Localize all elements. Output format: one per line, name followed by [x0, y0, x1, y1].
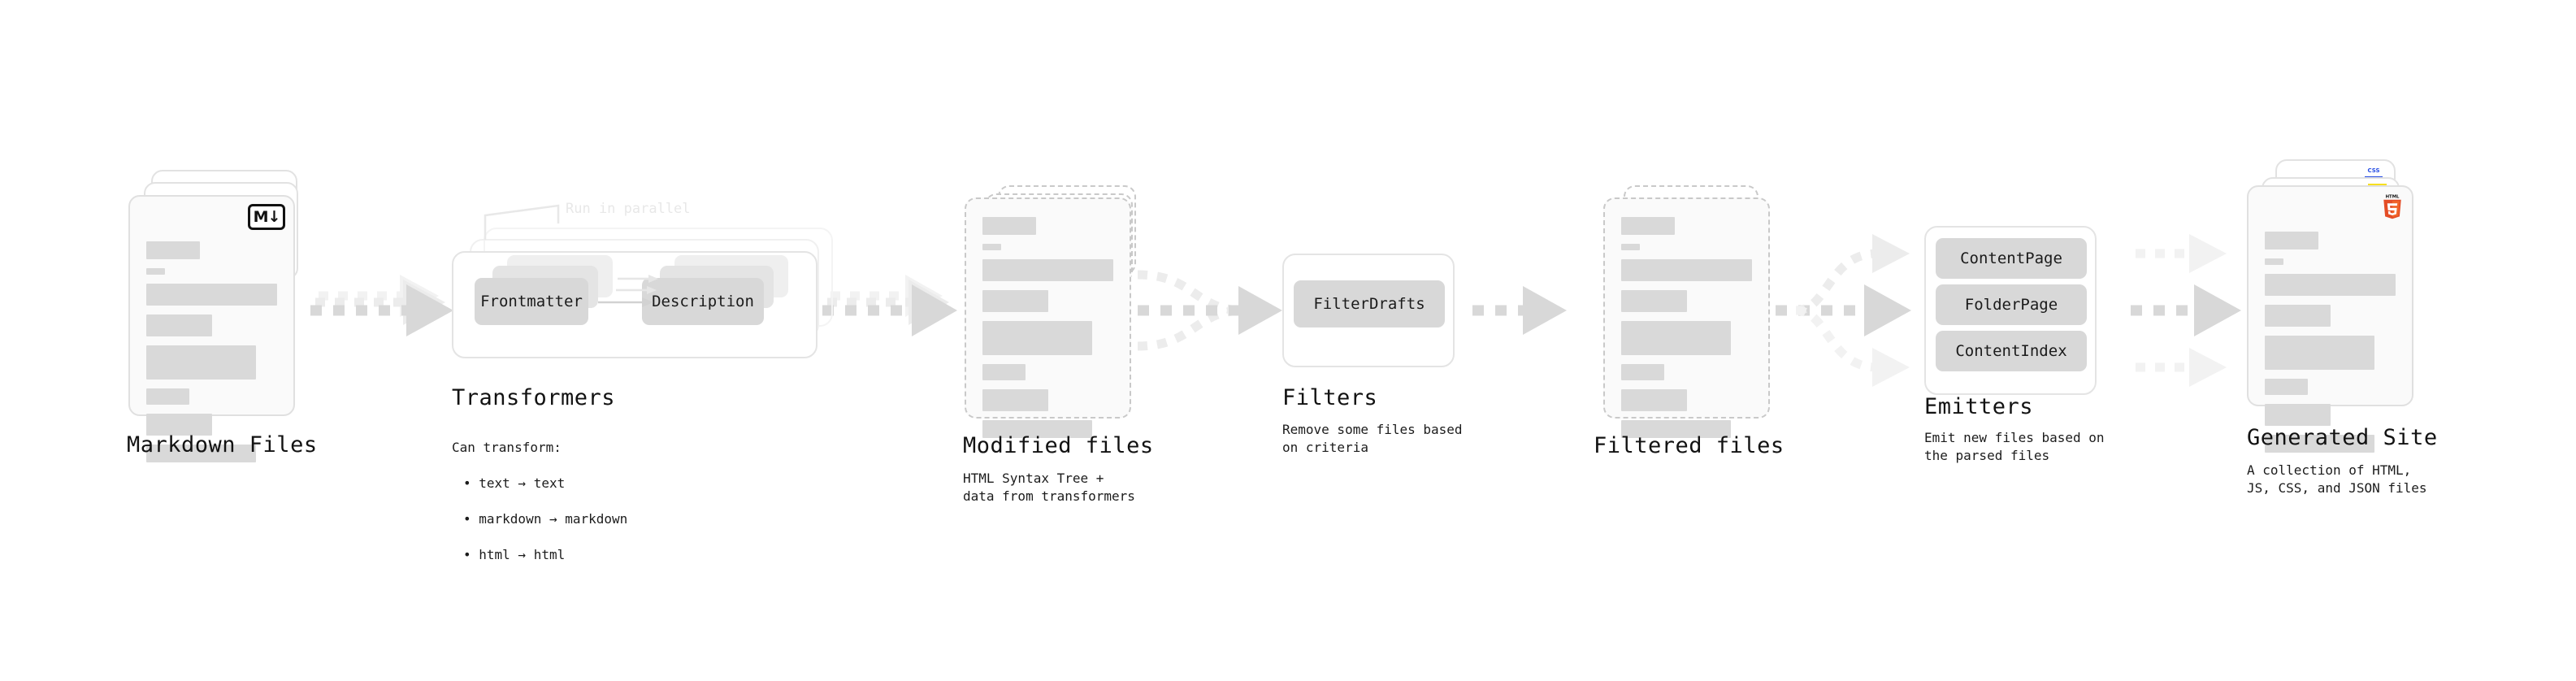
content-bar [982, 259, 1113, 281]
transformers-title: Transformers [452, 385, 616, 410]
arrow-emitters-to-site [2131, 234, 2241, 387]
markdown-files-title: Markdown Files [127, 432, 318, 458]
transformers-subtitle: Can transform: • text → text • markdown … [452, 421, 720, 582]
generated-card-front: HTML [2247, 185, 2413, 453]
markdown-badge: M↓ [248, 204, 285, 230]
emitters-subtitle: Emit new files based on the parsed files [1924, 430, 2105, 463]
content-bar [1621, 389, 1687, 411]
filtered-files-title: Filtered files [1594, 433, 1785, 458]
content-bar [982, 217, 1036, 235]
modified-files-subtitle: HTML Syntax Tree + data from transformer… [963, 471, 1135, 504]
content-bar [2265, 435, 2375, 453]
content-bar [1621, 259, 1752, 281]
modified-card-front [965, 197, 1131, 438]
modified-card-content [982, 217, 1113, 447]
content-bar [146, 445, 257, 462]
content-bar [982, 389, 1048, 411]
arrow-modified-to-filters [1137, 270, 1282, 351]
content-bar [1621, 217, 1675, 235]
content-bar [2265, 258, 2283, 265]
generated-card-content [2265, 232, 2396, 462]
content-bar [146, 241, 200, 259]
transformers-sub-line: • html → html [463, 547, 566, 562]
generated-site-title: Generated Site [2247, 425, 2438, 450]
content-bar [2265, 274, 2396, 296]
content-bar [146, 284, 277, 306]
content-bar [2265, 336, 2375, 370]
content-bar [2265, 379, 2309, 395]
generated-site-subtitle: A collection of HTML, JS, CSS, and JSON … [2247, 462, 2427, 496]
run-in-parallel-label: Run in parallel [566, 201, 691, 217]
arrow-filtered-to-emitters [1776, 234, 1911, 387]
content-bar [146, 314, 212, 336]
content-bar [1621, 364, 1665, 380]
content-bar [146, 388, 190, 405]
modified-files-title: Modified files [963, 433, 1154, 458]
filtered-card-front [1603, 197, 1770, 438]
content-bar [2265, 305, 2331, 327]
arrow-markdown-to-transformers [310, 275, 453, 336]
content-bar [1621, 244, 1640, 250]
emitters-title: Emitters [1924, 394, 2034, 419]
markdown-card-front: M↓ [128, 195, 295, 462]
svg-text:HTML: HTML [2386, 194, 2400, 199]
content-bar [1621, 321, 1732, 355]
content-bar [146, 414, 212, 436]
content-bar [982, 420, 1093, 438]
description-chip[interactable]: Description [642, 278, 764, 325]
content-bar [982, 244, 1001, 250]
transformers-sub-line: • text → text [463, 475, 566, 491]
frontmatter-chip[interactable]: Frontmatter [475, 278, 588, 325]
content-bar [146, 345, 257, 380]
markdown-card-content [146, 241, 277, 471]
contentpage-chip[interactable]: ContentPage [1936, 238, 2087, 279]
content-bar [2265, 404, 2331, 426]
content-bar [2265, 232, 2318, 249]
content-bar [982, 290, 1048, 312]
content-bar [1621, 420, 1732, 438]
content-bar [146, 268, 165, 275]
filters-title: Filters [1282, 385, 1378, 410]
content-bar [982, 321, 1093, 355]
contentindex-chip[interactable]: ContentIndex [1936, 331, 2087, 371]
filtered-card-content [1621, 217, 1752, 447]
filters-subtitle: Remove some files based on criteria [1282, 422, 1463, 455]
arrow-transformers-to-modified [822, 275, 957, 336]
filterdrafts-chip[interactable]: FilterDrafts [1294, 280, 1445, 327]
transformers-sub-line: Can transform: [452, 440, 562, 455]
content-bar [1621, 290, 1687, 312]
html5-icon: HTML [2381, 193, 2404, 220]
arrow-filters-to-filtered [1472, 286, 1567, 335]
transformers-sub-line: • markdown → markdown [463, 511, 628, 527]
content-bar [982, 364, 1026, 380]
folderpage-chip[interactable]: FolderPage [1936, 284, 2087, 325]
